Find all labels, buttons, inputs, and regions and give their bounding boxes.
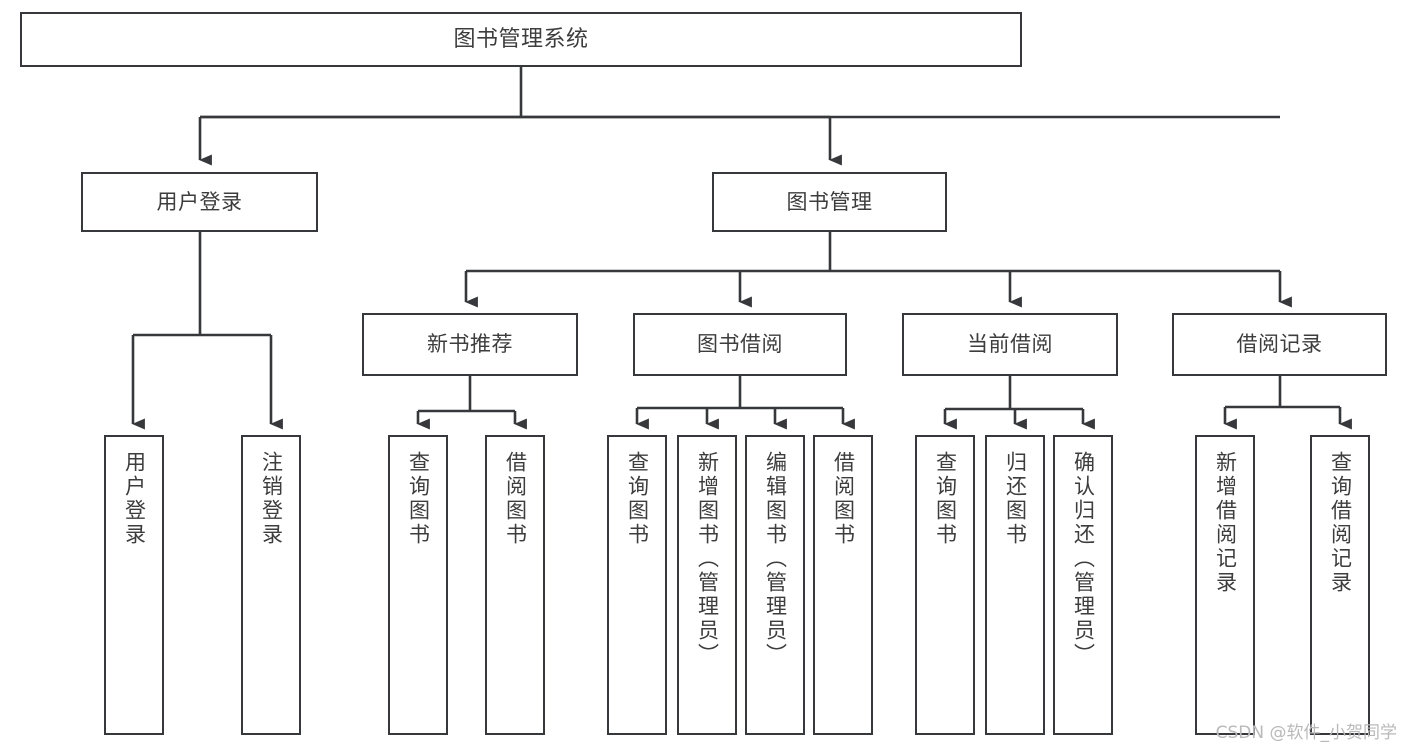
node-leaf-user-login[interactable]: 用户登录: [104, 435, 164, 735]
node-leaf-query-borrow-record[interactable]: 查询借阅记录: [1310, 435, 1370, 735]
node-label: 新增借阅记录: [1213, 451, 1238, 595]
node-leaf-confirm-return-admin[interactable]: 确认归还（管理员）: [1053, 435, 1113, 735]
node-label: 注销登录: [259, 451, 284, 547]
node-label: 确认归还（管理员）: [1071, 451, 1096, 667]
node-new-book-recommend[interactable]: 新书推荐: [362, 313, 578, 376]
node-leaf-query-book-recommend[interactable]: 查询图书: [388, 435, 448, 735]
node-leaf-add-borrow-record[interactable]: 新增借阅记录: [1195, 435, 1255, 735]
node-leaf-borrow-book-recommend[interactable]: 借阅图书: [485, 435, 545, 735]
node-label: 图书管理: [786, 189, 873, 214]
node-label: 借阅记录: [1236, 332, 1323, 357]
node-label: 编辑图书（管理员）: [763, 451, 788, 667]
node-label: 新增图书（管理员）: [695, 451, 720, 667]
node-book-borrow[interactable]: 图书借阅: [633, 313, 847, 376]
node-leaf-edit-book-admin[interactable]: 编辑图书（管理员）: [745, 435, 805, 735]
node-current-borrow[interactable]: 当前借阅: [902, 313, 1118, 376]
node-user-login[interactable]: 用户登录: [81, 172, 318, 232]
node-label: 用户登录: [156, 189, 243, 214]
node-label: 借阅图书: [503, 451, 528, 547]
node-leaf-add-book-admin[interactable]: 新增图书（管理员）: [677, 435, 737, 735]
node-leaf-return-book[interactable]: 归还图书: [985, 435, 1045, 735]
node-leaf-query-book-current[interactable]: 查询图书: [915, 435, 975, 735]
node-label: 归还图书: [1003, 451, 1028, 547]
node-leaf-logout[interactable]: 注销登录: [241, 435, 301, 735]
node-leaf-query-book-borrow[interactable]: 查询图书: [607, 435, 667, 735]
node-label: 借阅图书: [831, 451, 856, 547]
node-label: 查询借阅记录: [1328, 451, 1353, 595]
node-label: 查询图书: [406, 451, 431, 547]
node-label: 用户登录: [122, 451, 147, 547]
node-book-management[interactable]: 图书管理: [712, 172, 947, 232]
node-label: 新书推荐: [427, 332, 513, 357]
node-label: 查询图书: [933, 451, 958, 547]
node-label: 查询图书: [625, 451, 650, 547]
node-label: 图书借阅: [697, 332, 783, 357]
node-borrow-record[interactable]: 借阅记录: [1172, 313, 1387, 376]
watermark-text: CSDN @软件_小贺同学: [1215, 723, 1397, 743]
node-leaf-borrow-book[interactable]: 借阅图书: [813, 435, 873, 735]
node-label: 当前借阅: [967, 332, 1053, 357]
node-root-book-management-system[interactable]: 图书管理系统: [20, 12, 1022, 67]
node-label: 图书管理系统: [453, 26, 589, 52]
